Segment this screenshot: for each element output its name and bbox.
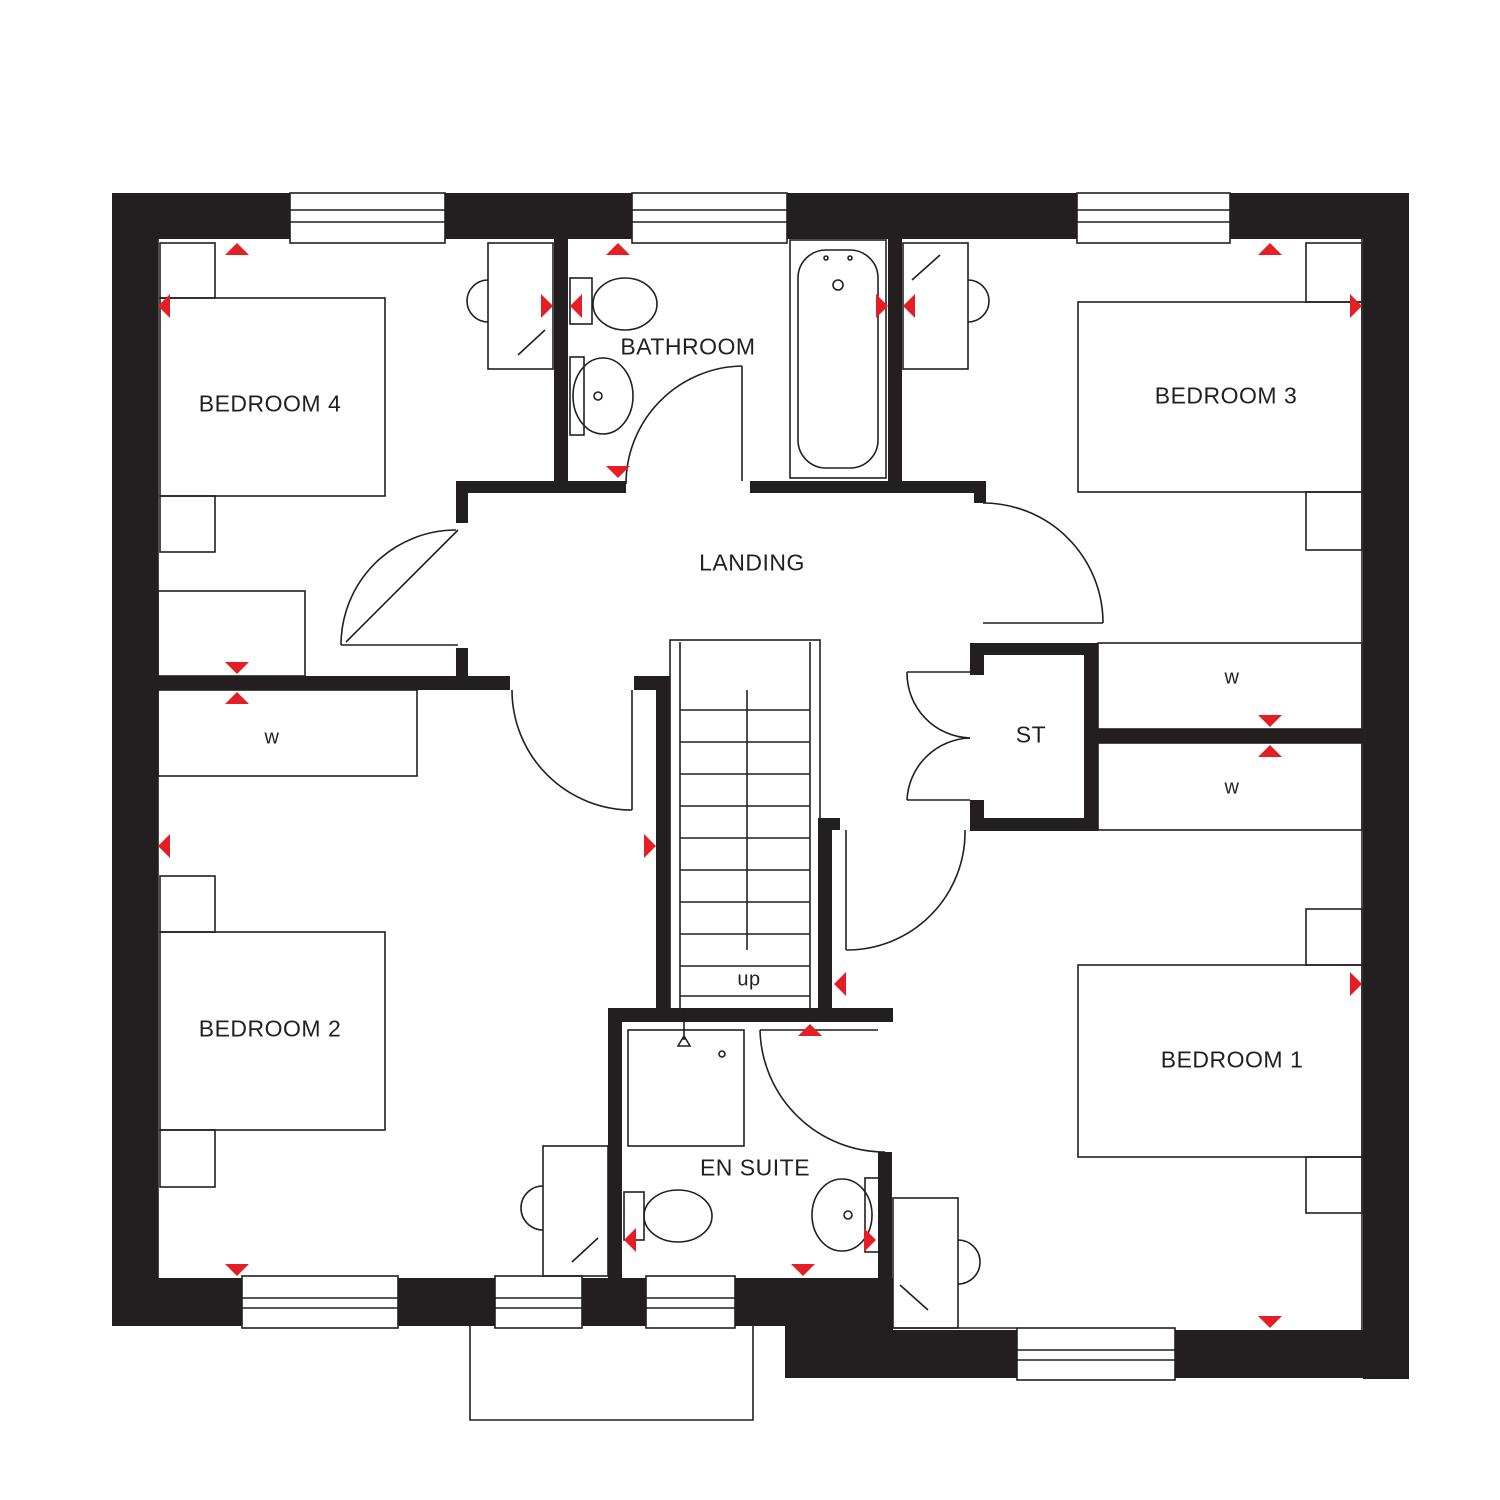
window	[494, 1275, 583, 1329]
bathroom-wall	[554, 239, 568, 481]
toilet-cistern	[569, 277, 593, 325]
bathroom-label: BATHROOM	[620, 333, 756, 360]
store-wall	[970, 818, 1098, 831]
stool	[967, 279, 990, 323]
bedside-table	[159, 1129, 216, 1188]
bay-outline	[469, 1326, 754, 1421]
outer-wall-bottom	[398, 1278, 495, 1326]
bed	[1077, 301, 1363, 493]
bed	[159, 931, 386, 1131]
landing-wall	[974, 481, 986, 503]
stairs-direction-label: up	[737, 968, 761, 991]
bedside-table	[1305, 242, 1363, 303]
toilet-bowl	[592, 277, 658, 331]
wardrobe-label-bedroom-1: w	[1224, 776, 1240, 799]
bath-inner	[797, 249, 879, 469]
wardrobe	[1097, 642, 1363, 730]
bedroom-1-label: BEDROOM 1	[1160, 1046, 1304, 1073]
en-suite-wall	[878, 1152, 892, 1278]
bedroom-partition	[456, 648, 468, 690]
outer-wall-top	[787, 193, 1077, 239]
wardrobe	[157, 590, 306, 677]
basin	[811, 1178, 873, 1252]
landing-wall	[750, 481, 986, 493]
bedside-table	[159, 875, 216, 933]
stool	[957, 1239, 981, 1285]
bedside-table	[1305, 1156, 1363, 1214]
bathroom-wall	[888, 239, 902, 481]
bedroom-4-label: BEDROOM 4	[198, 390, 342, 417]
bedside-table	[159, 242, 216, 299]
dressing-table	[542, 1145, 609, 1277]
outer-wall-bottom	[112, 1278, 242, 1326]
walls	[112, 193, 1409, 1379]
basin	[572, 357, 634, 435]
window	[631, 192, 788, 244]
bath	[789, 239, 887, 479]
bedside-table	[1305, 491, 1363, 551]
bed	[159, 297, 386, 497]
bedroom-partition	[1098, 729, 1363, 743]
window	[1016, 1327, 1176, 1381]
landing-label: LANDING	[699, 549, 805, 576]
fixtures	[157, 192, 1363, 1421]
outer-wall-right	[1363, 193, 1409, 1379]
store-wall	[970, 643, 1098, 655]
bedroom-partition	[158, 676, 510, 690]
basin-back	[864, 1177, 880, 1253]
landing-wall	[456, 481, 626, 493]
stool	[520, 1185, 544, 1231]
bedside-table	[159, 495, 216, 553]
store-wall	[1084, 643, 1098, 831]
bedside-table	[1305, 908, 1363, 966]
outer-wall-bottom	[785, 1330, 1017, 1378]
en-suite-label: EN SUITE	[699, 1154, 811, 1181]
store-wall	[970, 800, 984, 831]
store-label: ST	[1015, 721, 1047, 748]
outer-wall-bottom	[582, 1278, 646, 1326]
window	[241, 1275, 399, 1329]
bedroom-3-label: BEDROOM 3	[1154, 382, 1298, 409]
staircase	[669, 639, 821, 1011]
window	[1076, 192, 1231, 244]
toilet-bowl	[643, 1189, 713, 1243]
stair-wall	[818, 818, 840, 830]
stair-wall	[818, 818, 832, 1010]
stair-wall	[656, 676, 670, 1010]
wardrobe-label-bedroom-3: w	[1224, 666, 1240, 689]
bedroom-2-label: BEDROOM 2	[198, 1015, 342, 1042]
store-wall	[970, 643, 984, 675]
wardrobe	[1097, 742, 1363, 831]
outer-wall-bottom	[1175, 1330, 1409, 1378]
landing-wall	[456, 481, 468, 523]
outer-wall-left	[112, 193, 158, 1326]
basin-back	[569, 356, 585, 436]
stool	[466, 279, 489, 323]
outer-wall-top	[445, 193, 632, 239]
stair-wall	[634, 676, 656, 690]
shower-tray	[627, 1029, 745, 1147]
wardrobe-label-bedroom-4: w	[264, 726, 280, 749]
wardrobe	[157, 689, 418, 777]
window	[645, 1275, 736, 1329]
en-suite-wall	[608, 1008, 893, 1022]
en-suite-wall	[608, 1008, 622, 1278]
socket-markers	[158, 243, 1362, 1328]
bed	[1077, 964, 1363, 1158]
window	[289, 192, 446, 244]
